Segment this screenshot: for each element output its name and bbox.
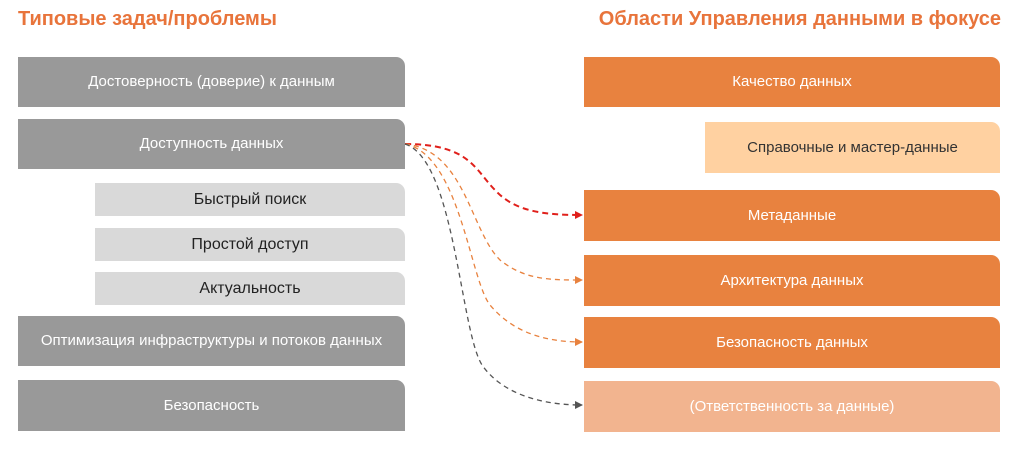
subproblem-easy-access: Простой доступ (95, 228, 405, 261)
subproblem-fast-search: Быстрый поиск (95, 183, 405, 216)
arrow-availability-to-architecture (404, 143, 583, 284)
area-data-security: Безопасность данных (584, 317, 1000, 368)
left-column-title: Типовые задач/проблемы (18, 8, 277, 30)
arrow-availability-to-ownership (404, 143, 583, 409)
area-metadata: Метаданные (584, 190, 1000, 241)
problem-data-trust: Достоверность (доверие) к данным (18, 57, 405, 107)
area-reference-master-data: Справочные и мастер-данные (705, 122, 1000, 173)
subproblem-relevance: Актуальность (95, 272, 405, 305)
arrow-availability-to-metadata (404, 143, 583, 219)
right-column-title: Области Управления данными в фокусе (598, 8, 1001, 30)
area-data-architecture: Архитектура данных (584, 255, 1000, 306)
area-data-ownership: (Ответственность за данные) (584, 381, 1000, 432)
area-data-quality: Качество данных (584, 57, 1000, 107)
arrow-availability-to-security (404, 143, 583, 346)
problem-infrastructure-optimization: Оптимизация инфраструктуры и потоков дан… (18, 316, 405, 366)
problem-data-availability: Доступность данных (18, 119, 405, 169)
problem-security: Безопасность (18, 380, 405, 431)
